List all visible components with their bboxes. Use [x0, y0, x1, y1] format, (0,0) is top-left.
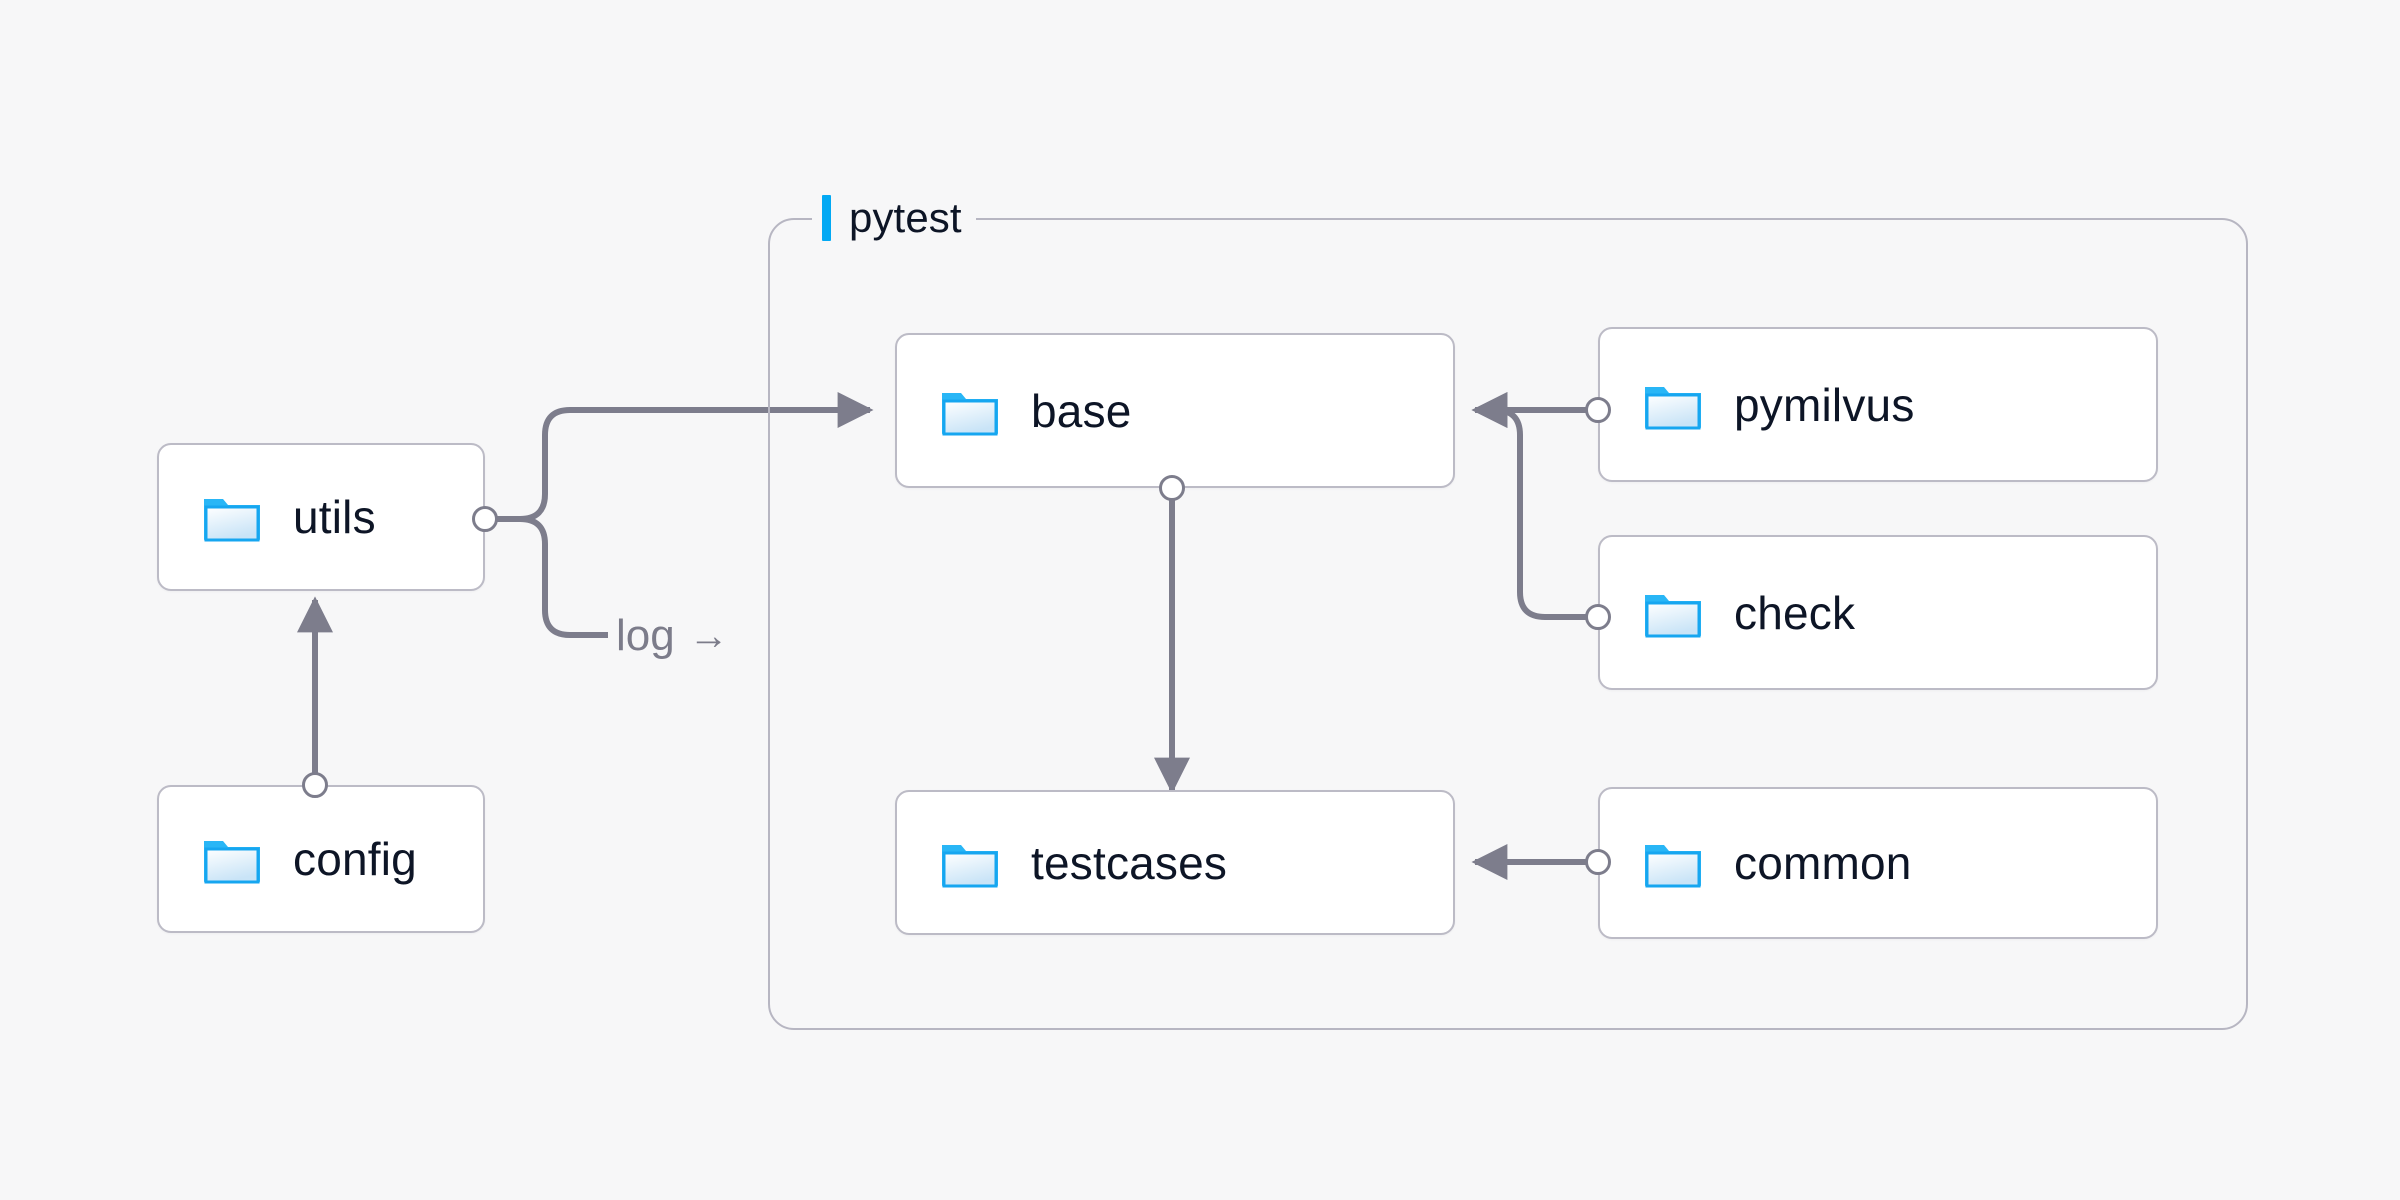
pytest-group-container[interactable] — [768, 218, 2248, 1030]
edge-label-log[interactable]: log → — [608, 612, 737, 660]
folder-icon — [942, 392, 998, 435]
node-config[interactable]: config — [157, 785, 485, 933]
folder-icon — [1645, 845, 1701, 888]
arrow-right-icon: → — [688, 614, 729, 658]
folder-icon — [942, 844, 998, 887]
node-testcases[interactable]: testcases — [895, 790, 1455, 935]
node-label-base: base — [1031, 384, 1132, 437]
node-label-check: check — [1734, 586, 1856, 639]
port-utils-right[interactable] — [472, 506, 498, 532]
edge-check-to-base — [1471, 392, 1587, 620]
edge-utils-to-log — [519, 516, 610, 638]
pytest-group-label: pytest — [812, 191, 976, 245]
folder-icon — [1645, 386, 1701, 429]
port-config-top[interactable] — [302, 772, 328, 798]
group-title-text: pytest — [849, 194, 962, 241]
node-base[interactable]: base — [895, 333, 1455, 488]
node-label-pymilvus: pymilvus — [1734, 378, 1915, 431]
node-label-config: config — [293, 833, 417, 885]
node-common[interactable]: common — [1598, 787, 2158, 939]
node-label-utils: utils — [293, 491, 376, 543]
node-label-common: common — [1734, 837, 1912, 889]
node-check[interactable]: check — [1598, 535, 2158, 690]
folder-icon — [204, 841, 260, 884]
edge-utils-to-base — [519, 392, 874, 522]
folder-icon — [204, 499, 260, 542]
group-accent-bar — [822, 195, 831, 241]
node-label-testcases: testcases — [1031, 836, 1228, 889]
folder-icon — [1645, 594, 1701, 637]
edge-label-log-text: log — [616, 611, 675, 660]
port-pymilvus-left[interactable] — [1585, 397, 1611, 423]
port-common-left[interactable] — [1585, 849, 1611, 875]
port-check-left[interactable] — [1585, 604, 1611, 630]
node-pymilvus[interactable]: pymilvus — [1598, 327, 2158, 482]
node-utils[interactable]: utils — [157, 443, 485, 591]
port-base-bottom[interactable] — [1159, 475, 1185, 501]
